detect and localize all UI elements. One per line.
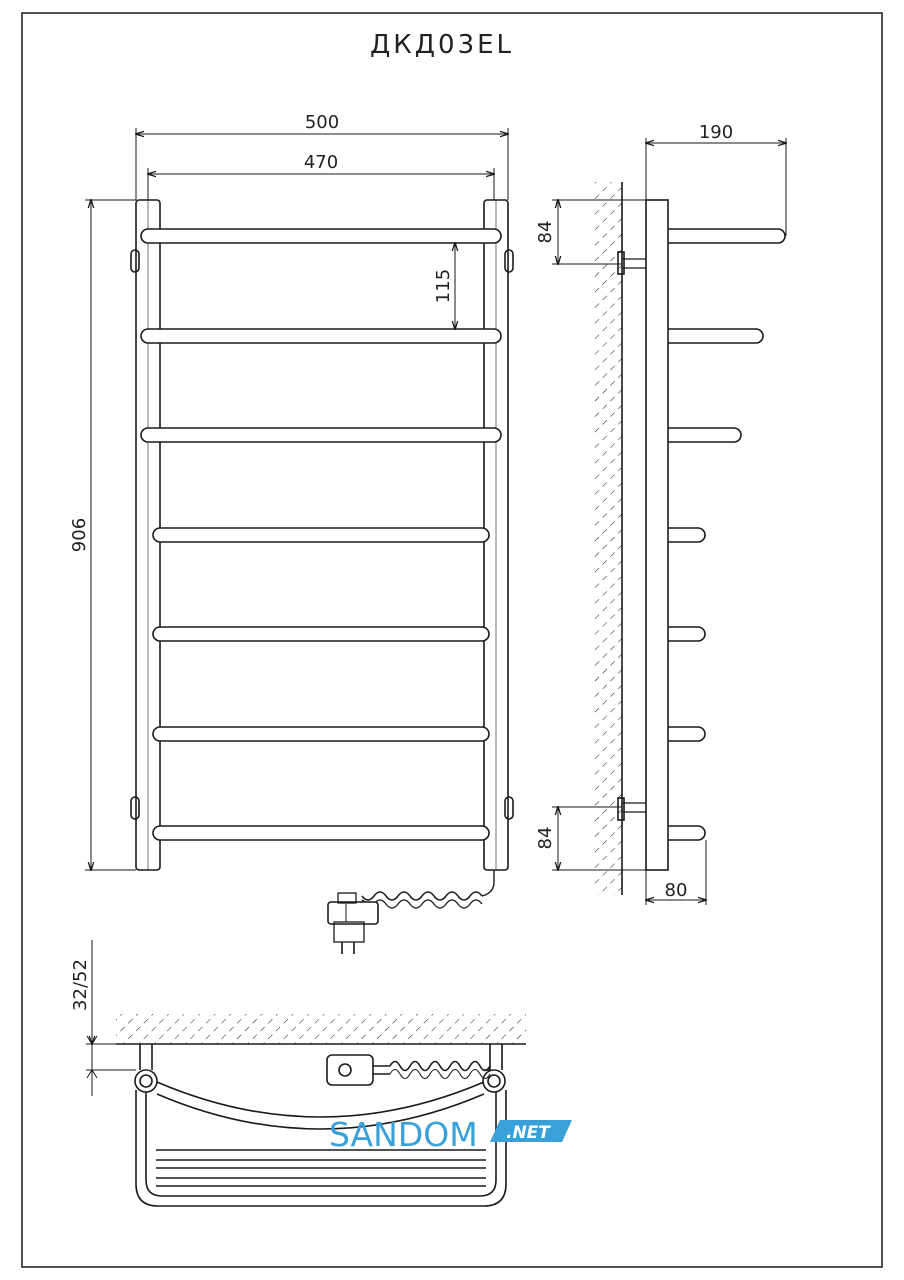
mount-knob	[504, 796, 514, 820]
rung	[152, 527, 490, 543]
rung-profile	[668, 228, 786, 244]
top-view	[86, 940, 526, 1207]
rung	[140, 427, 502, 443]
dim-wall-gap: 32/52	[70, 959, 91, 1011]
rung-profile	[668, 726, 706, 742]
dim-mount-bottom: 84	[535, 827, 556, 850]
watermark-text: SANDOM	[329, 1115, 478, 1154]
rung	[152, 825, 490, 841]
dim-width-inner: 470	[304, 152, 338, 173]
bent-rung	[156, 1081, 485, 1118]
rung-profile	[668, 328, 764, 344]
dim-mount-top: 84	[535, 221, 556, 244]
front-view	[130, 199, 514, 954]
rung	[152, 626, 490, 642]
u-rung	[135, 1090, 507, 1207]
side-post	[645, 199, 669, 871]
drawing-frame	[21, 12, 883, 1268]
wall-hatch	[592, 182, 622, 895]
side-view	[552, 138, 786, 905]
dim-depth-top: 190	[699, 122, 733, 143]
rung-profile	[668, 825, 706, 841]
watermark-logo: SANDOM .NET	[329, 1115, 572, 1154]
mount-knob	[504, 249, 514, 273]
watermark-suffix: .NET	[506, 1123, 551, 1143]
watermark-badge	[490, 1120, 572, 1142]
dim-rung-spacing: 115	[433, 269, 454, 303]
rung-profile	[668, 527, 706, 543]
post-circle	[134, 1069, 158, 1093]
model-title: ДКД03EL	[370, 30, 514, 60]
plug-body	[327, 901, 379, 925]
rung	[152, 726, 490, 742]
rung	[140, 328, 502, 344]
front-dimensions	[85, 128, 508, 870]
coiled-cable	[361, 891, 483, 901]
mount-knob	[130, 249, 140, 273]
dim-width-outer: 500	[305, 112, 339, 133]
rung	[140, 228, 502, 244]
mount-knob	[130, 796, 140, 820]
dim-height: 906	[69, 518, 90, 552]
ceiling-hatch	[116, 1014, 526, 1044]
rung-profile	[668, 427, 742, 443]
dim-depth-bottom: 80	[665, 880, 688, 901]
coiled-cable-top	[389, 1060, 491, 1072]
rung-profile	[668, 626, 706, 642]
plug-top	[326, 1054, 374, 1086]
post-circle	[482, 1069, 506, 1093]
